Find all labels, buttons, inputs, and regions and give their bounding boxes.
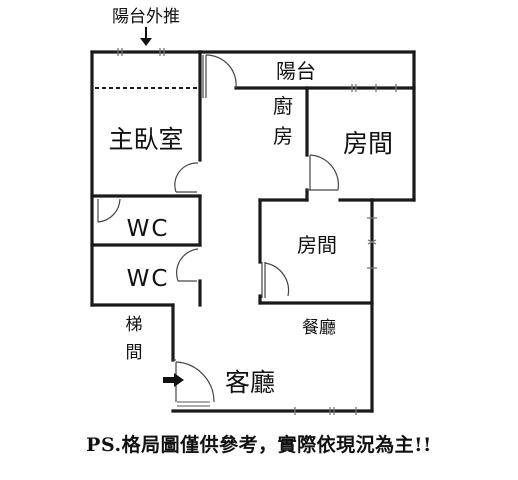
stairs-label-1: 梯 <box>126 315 143 335</box>
doors <box>97 54 340 403</box>
balcony-label: 陽台 <box>276 59 316 83</box>
master-bedroom-door <box>174 162 199 193</box>
bedroom-mid-label: 房間 <box>297 233 337 257</box>
windows <box>117 48 397 415</box>
kitchen-label-1: 廚 <box>273 94 293 118</box>
window-bottom <box>177 401 357 415</box>
bedroom-right-label: 房間 <box>343 129 393 158</box>
bedroom-mid-door <box>261 262 290 298</box>
wc-upper-label: WC <box>127 216 170 242</box>
disclaimer-note: PS.格局圖僅供參考，實際依現況為主!! <box>86 434 432 456</box>
arrow-down-icon <box>140 27 152 46</box>
wc-upper-door <box>97 198 121 223</box>
window-right <box>367 217 377 269</box>
kitchen-label-2: 房 <box>273 124 293 148</box>
stairs-label-2: 間 <box>126 343 143 363</box>
wc-lower-door <box>175 248 199 282</box>
balcony-door <box>202 54 237 98</box>
balcony-push-out-label: 陽台外推 <box>112 7 180 27</box>
dining-label: 餐廳 <box>302 318 336 338</box>
arrow-right-icon <box>163 373 184 387</box>
wc-lower-label: WC <box>127 266 170 292</box>
master-bedroom-label: 主臥室 <box>108 125 183 154</box>
living-room-label: 客廳 <box>225 368 275 397</box>
window-top-left <box>117 48 165 56</box>
bedroom-right-door <box>307 154 340 191</box>
walls <box>90 50 416 413</box>
window-balcony-inner <box>351 84 397 92</box>
